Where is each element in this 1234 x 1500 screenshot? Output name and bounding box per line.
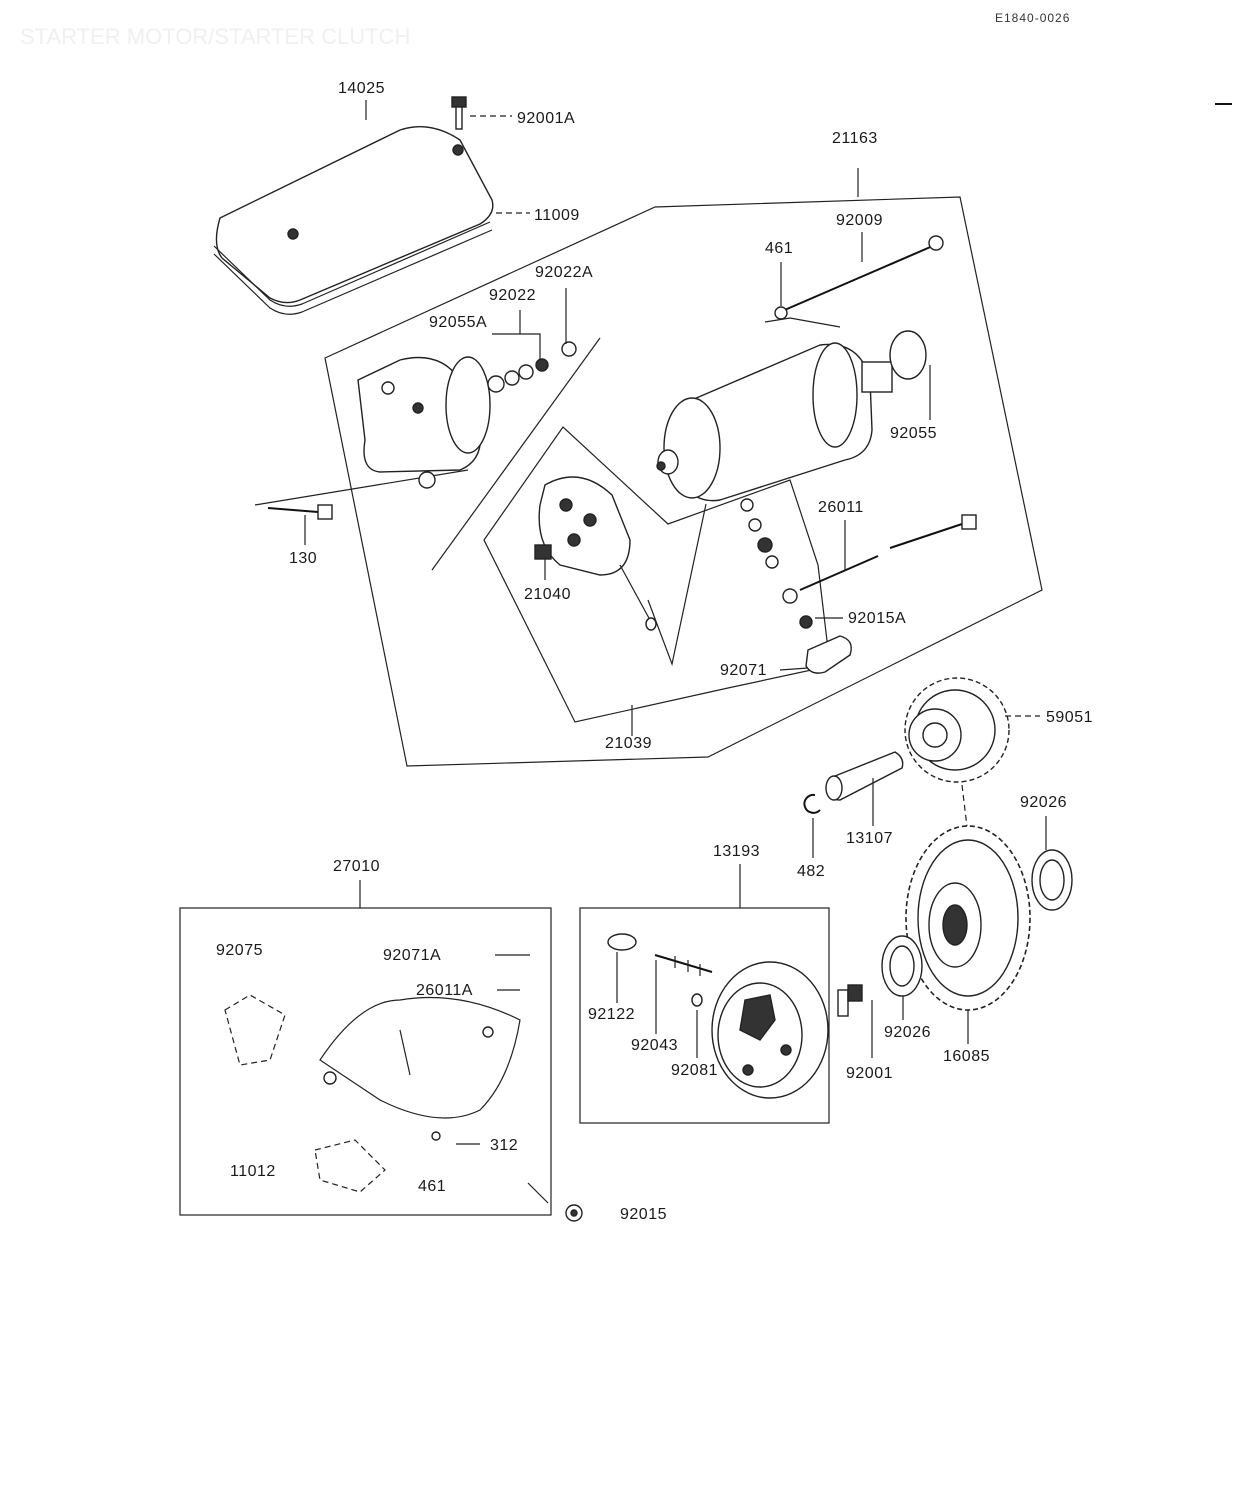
- label-92001A: 92001A: [517, 110, 575, 127]
- bolt-92001: [837, 984, 863, 1017]
- label-92055A: 92055A: [429, 314, 487, 331]
- bolt-130: [267, 504, 333, 520]
- cover-14025: [213, 125, 494, 315]
- label-21163: 21163: [832, 130, 878, 147]
- label-21039: 21039: [605, 735, 652, 752]
- label-14025: 14025: [338, 80, 385, 97]
- label-11012: 11012: [230, 1163, 276, 1180]
- bracket-line-461: [764, 317, 841, 328]
- label-92022A: 92022A: [535, 264, 593, 281]
- label-461: 461: [765, 240, 793, 257]
- bracket-v: [647, 503, 707, 667]
- circlip-482: [803, 793, 821, 814]
- label-11009: 11009: [534, 207, 580, 224]
- label-92122: 92122: [588, 1006, 635, 1023]
- starter-motor-frame: [324, 196, 1043, 767]
- reference-code: E1840-0026: [995, 11, 1070, 25]
- label-92026-bottom: 92026: [884, 1024, 931, 1041]
- label-92081: 92081: [671, 1062, 718, 1079]
- label-21040: 21040: [524, 586, 571, 603]
- label-92001: 92001: [846, 1065, 893, 1082]
- label-92055: 92055: [890, 425, 937, 442]
- brush-plate: [534, 476, 657, 631]
- washer-92026-top: [1031, 849, 1073, 911]
- label-92015: 92015: [620, 1206, 667, 1223]
- label-92071A: 92071A: [383, 947, 441, 964]
- roller-92122: [607, 933, 637, 951]
- leader-92022: [492, 333, 541, 360]
- label-13193: 13193: [713, 843, 760, 860]
- washers-92022: [487, 341, 577, 393]
- label-13107: 13107: [846, 830, 893, 847]
- end-cover-left: [357, 356, 491, 489]
- starter-clutch-frame: [579, 907, 830, 1124]
- gear-16085: [905, 825, 1031, 1011]
- label-130: 130: [289, 550, 317, 567]
- gear-59051: [904, 677, 1010, 783]
- label-461-bottom: 461: [418, 1178, 446, 1195]
- label-92075: 92075: [216, 942, 263, 959]
- shaft-13107: [825, 751, 904, 801]
- label-92015A: 92015A: [848, 610, 906, 627]
- motor-body: [656, 330, 927, 502]
- brush-plate-parts: [224, 954, 549, 1204]
- bracket-line-left: [431, 337, 601, 571]
- label-92043: 92043: [631, 1037, 678, 1054]
- terminal-stack: [740, 498, 977, 674]
- label-27010: 27010: [333, 858, 380, 875]
- clutch-body: [711, 961, 829, 1099]
- label-92026-top: 92026: [1020, 794, 1067, 811]
- label-92009: 92009: [836, 212, 883, 229]
- washer-461: [774, 306, 788, 320]
- spring-92043: [654, 954, 713, 976]
- label-312: 312: [490, 1137, 518, 1154]
- pin-92081: [691, 993, 703, 1007]
- label-16085: 16085: [943, 1048, 990, 1065]
- label-482: 482: [797, 863, 825, 880]
- label-92022: 92022: [489, 287, 536, 304]
- label-59051: 59051: [1046, 709, 1093, 726]
- through-bolt-92009: [779, 235, 944, 313]
- bolt-92001A: [451, 96, 467, 130]
- washer-92026-bottom: [881, 935, 923, 997]
- brush-set-frame: [179, 907, 552, 1216]
- brush-holder-frame: [483, 426, 831, 723]
- label-26011: 26011: [818, 499, 864, 516]
- bracket-line-130: [254, 469, 469, 506]
- leader-92071: [779, 667, 809, 671]
- label-26011A: 26011A: [416, 982, 473, 999]
- label-92071: 92071: [720, 662, 767, 679]
- nut-92015: [565, 1204, 583, 1222]
- diagram-title: STARTER MOTOR/STARTER CLUTCH: [20, 24, 410, 49]
